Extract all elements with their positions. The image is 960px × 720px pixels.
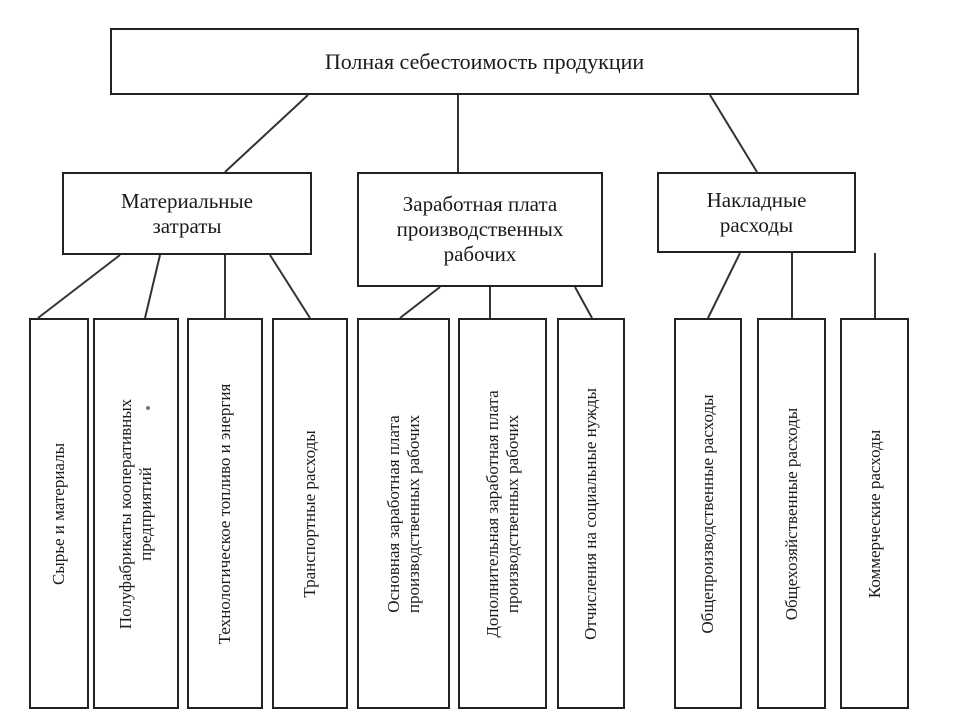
leaf-semi-finished: Полуфабрикаты кооперативных предприятий (93, 318, 179, 709)
leaf-social-contributions-label: Отчисления на социальные нужды (581, 387, 600, 640)
leaf-general-overhead-label: Общехозяйственные расходы (781, 407, 801, 620)
scan-speck (146, 406, 150, 410)
leaf-production-overhead: Общепроизводственные расходы (674, 318, 742, 709)
link-wages-leaf-5 (399, 286, 441, 319)
leaf-additional-wages: Дополнительная заработная плата производ… (458, 318, 547, 709)
leaf-transport-label: Транспортные расходы (300, 429, 319, 598)
category-overhead-label: Накладные расходы (706, 187, 807, 237)
leaf-base-wages: Основная заработная плата производственн… (357, 318, 450, 709)
root-label: Полная себестоимость продукции (324, 48, 645, 74)
category-materials-label: Материальные затраты (121, 188, 253, 238)
leaf-fuel-energy: Технологическое топливо и энергия (187, 318, 263, 709)
leaf-production-overhead-label: Общепроизводственные расходы (698, 393, 717, 634)
category-wages-box: Заработная плата производственных рабочи… (357, 172, 603, 287)
link-materials-leaf-2 (144, 254, 161, 319)
leaf-raw-materials: Сырье и материалы (29, 318, 89, 709)
link-root-overhead (709, 94, 758, 173)
category-wages-label: Заработная плата производственных рабочи… (396, 192, 564, 266)
leaf-base-wages-label: Основная заработная плата производственн… (383, 414, 423, 613)
category-overhead-box: Накладные расходы (657, 172, 856, 253)
leaf-commercial-expenses: Коммерческие расходы (840, 318, 909, 709)
leaf-fuel-energy-label: Технологическое топливо и энергия (215, 383, 234, 644)
leaf-social-contributions: Отчисления на социальные нужды (557, 318, 625, 709)
root-box: Полная себестоимость продукции (110, 28, 859, 95)
leaf-general-overhead: Общехозяйственные расходы (757, 318, 826, 709)
link-wages-leaf-7 (574, 286, 593, 319)
leaf-semi-finished-label: Полуфабрикаты кооперативных предприятий (116, 398, 155, 629)
category-materials-box: Материальные затраты (62, 172, 312, 255)
link-materials-leaf-4 (269, 254, 311, 319)
leaf-transport: Транспортные расходы (272, 318, 348, 709)
link-overhead-leaf-8 (707, 252, 741, 319)
link-materials-leaf-1 (37, 254, 121, 319)
leaf-raw-materials-label: Сырье и материалы (49, 442, 68, 585)
link-root-materials (224, 94, 309, 173)
leaf-commercial-expenses-label: Коммерческие расходы (864, 429, 884, 598)
leaf-additional-wages-label: Дополнительная заработная плата производ… (482, 389, 522, 638)
